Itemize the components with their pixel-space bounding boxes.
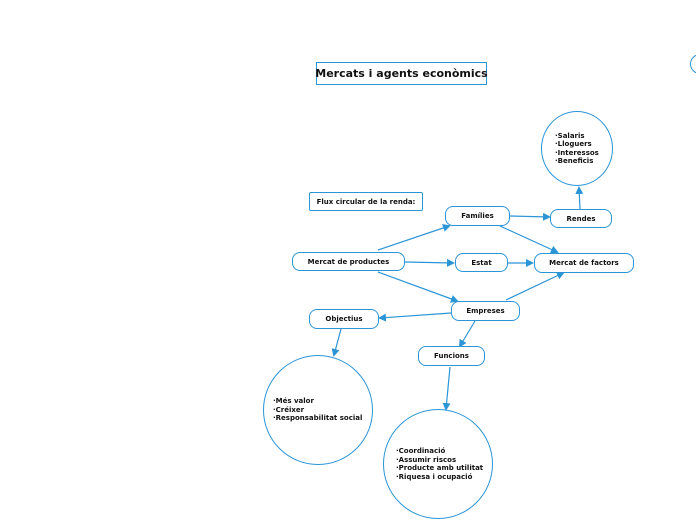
list-item: ·Coordinació xyxy=(396,447,446,455)
diagram-title[interactable]: Mercats i agents econòmics xyxy=(315,62,488,85)
node-empreses[interactable]: Empreses xyxy=(451,301,520,321)
edge-families-factors xyxy=(499,225,559,254)
node-mercat-factors[interactable]: Mercat de factors xyxy=(534,253,634,273)
edge-empreses-objectius xyxy=(378,312,452,322)
node-rendes[interactable]: Rendes xyxy=(550,209,612,228)
circle-objectius-details[interactable]: ·Més valor ·Créixer ·Responsabilitat soc… xyxy=(263,355,373,465)
funcions-list: ·Coordinació ·Assumir riscos ·Producte a… xyxy=(396,447,483,481)
edge-funcions-circle xyxy=(442,366,451,411)
list-item: ·Riquesa i ocupació xyxy=(396,472,473,481)
flux-circular-label[interactable]: Flux circular de la renda: xyxy=(309,192,423,211)
rendes-list: ·Salaris ·Lloguers ·Interessos ·Benefici… xyxy=(555,132,599,166)
node-mercat-productes[interactable]: Mercat de productes xyxy=(292,252,405,271)
list-item: ·Responsabilitat social xyxy=(273,414,363,423)
list-item: ·Assumir riscos xyxy=(396,455,457,464)
list-item: ·Beneficis xyxy=(555,157,594,165)
list-item: ·Interessos xyxy=(555,148,599,157)
node-funcions[interactable]: Funcions xyxy=(418,346,485,366)
list-item: ·Salaris xyxy=(555,131,585,140)
list-item: ·Lloguers xyxy=(555,140,592,148)
circle-rendes-details[interactable]: ·Salaris ·Lloguers ·Interessos ·Benefici… xyxy=(541,111,613,186)
edge-empreses-factors xyxy=(505,271,565,301)
objectius-list: ·Més valor ·Créixer ·Responsabilitat soc… xyxy=(273,397,362,423)
circle-funcions-details[interactable]: ·Coordinació ·Assumir riscos ·Producte a… xyxy=(383,409,493,519)
node-estat[interactable]: Estat xyxy=(455,253,508,272)
edge-productes-families xyxy=(377,224,451,251)
node-families[interactable]: Famílies xyxy=(445,206,510,226)
edge-rendes-circle xyxy=(575,186,584,210)
list-item: ·Producte amb utilitat xyxy=(396,464,484,472)
edge-objectius-circle xyxy=(331,328,342,357)
edge-productes-empreses xyxy=(377,271,459,303)
edge-families-rendes xyxy=(509,212,551,221)
edge-empreses-funcions xyxy=(458,320,476,348)
edge-productes-estat xyxy=(404,258,455,267)
list-item: ·Créixer xyxy=(273,405,305,414)
node-objectius[interactable]: Objectius xyxy=(309,309,379,329)
list-item: ·Més valor xyxy=(273,397,314,406)
